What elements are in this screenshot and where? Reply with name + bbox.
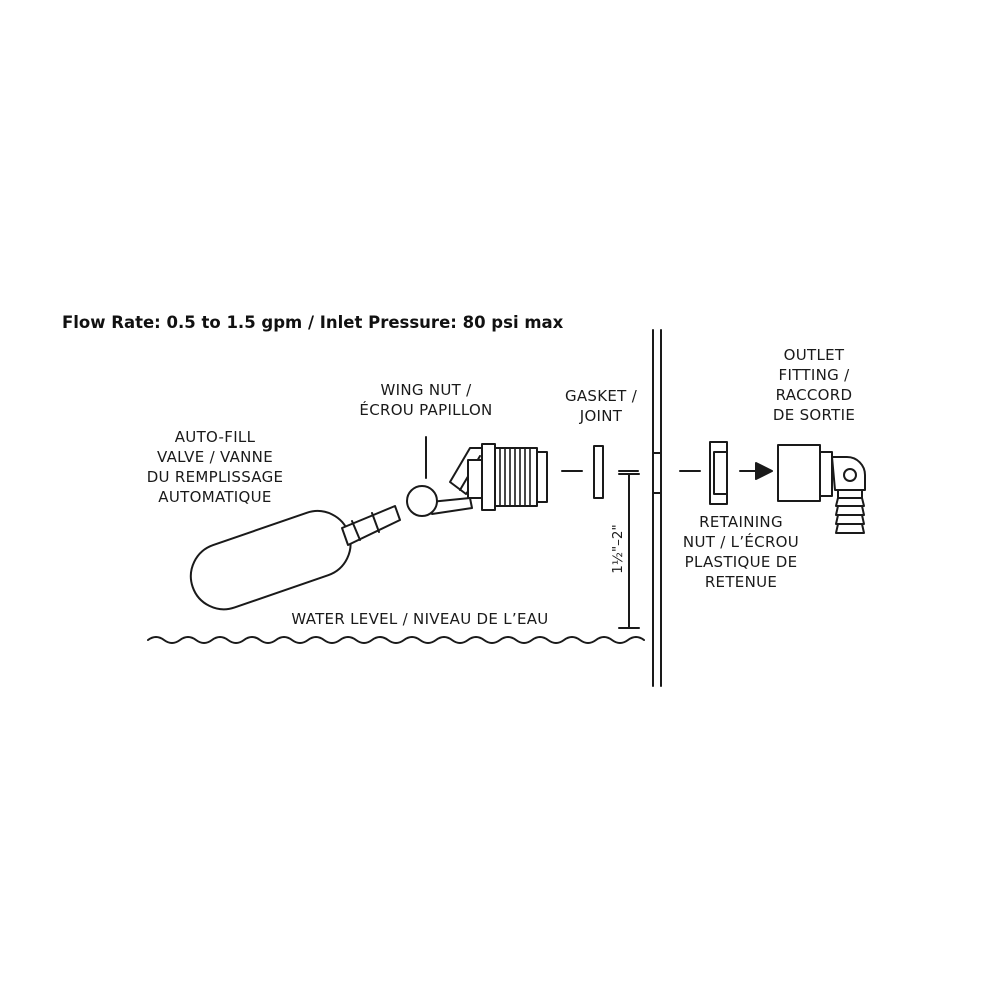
label-line: RACCORD xyxy=(775,386,853,404)
dimension-label: 1½"–2" xyxy=(610,524,626,574)
retaining-nut xyxy=(709,441,728,505)
float-arm xyxy=(341,497,473,546)
retaining-nut-label: RETAINING NUT / L’ÉCROU PLASTIQUE DE RET… xyxy=(672,512,810,592)
label-line: OUTLET xyxy=(783,346,845,364)
gasket-label: GASKET / JOINT xyxy=(553,386,649,426)
label-line: JOINT xyxy=(579,407,623,425)
label-line: PLASTIQUE DE xyxy=(684,553,798,571)
label-line: DE SORTIE xyxy=(772,406,856,424)
label-line: DU REMPLISSAGE xyxy=(146,468,284,486)
float-ball xyxy=(189,510,352,611)
label-line: FITTING / xyxy=(778,366,850,384)
water-surface xyxy=(147,636,645,644)
label-line: ÉCROU PAPILLON xyxy=(359,401,493,419)
gasket xyxy=(593,445,604,499)
label-line: RETAINING xyxy=(699,513,783,531)
outlet-fitting-label: OUTLET FITTING / RACCORD DE SORTIE xyxy=(754,345,874,425)
arrow-right-icon xyxy=(739,462,773,480)
valve-body xyxy=(467,443,548,511)
label-line: RETENUE xyxy=(704,573,778,591)
label-line: GASKET / xyxy=(564,387,638,405)
tank-wall xyxy=(652,329,662,687)
label-line: AUTOMATIQUE xyxy=(158,488,272,506)
outlet-fitting xyxy=(777,444,866,534)
label-line: NUT / L’ÉCROU xyxy=(682,533,800,551)
water-level-label: WATER LEVEL / NIVEAU DE L’EAU xyxy=(291,610,549,628)
label-line: VALVE / VANNE xyxy=(157,448,273,466)
dimension-bracket xyxy=(618,473,640,629)
pivot-ball xyxy=(406,485,438,517)
auto-fill-valve-label: AUTO-FILL VALVE / VANNE DU REMPLISSAGE A… xyxy=(135,427,295,507)
spec-header: Flow Rate: 0.5 to 1.5 gpm / Inlet Pressu… xyxy=(62,313,564,332)
wing-nut-label: WING NUT / ÉCROU PAPILLON xyxy=(348,380,504,420)
label-line: WING NUT / xyxy=(380,381,472,399)
label-line: AUTO-FILL xyxy=(174,428,256,446)
